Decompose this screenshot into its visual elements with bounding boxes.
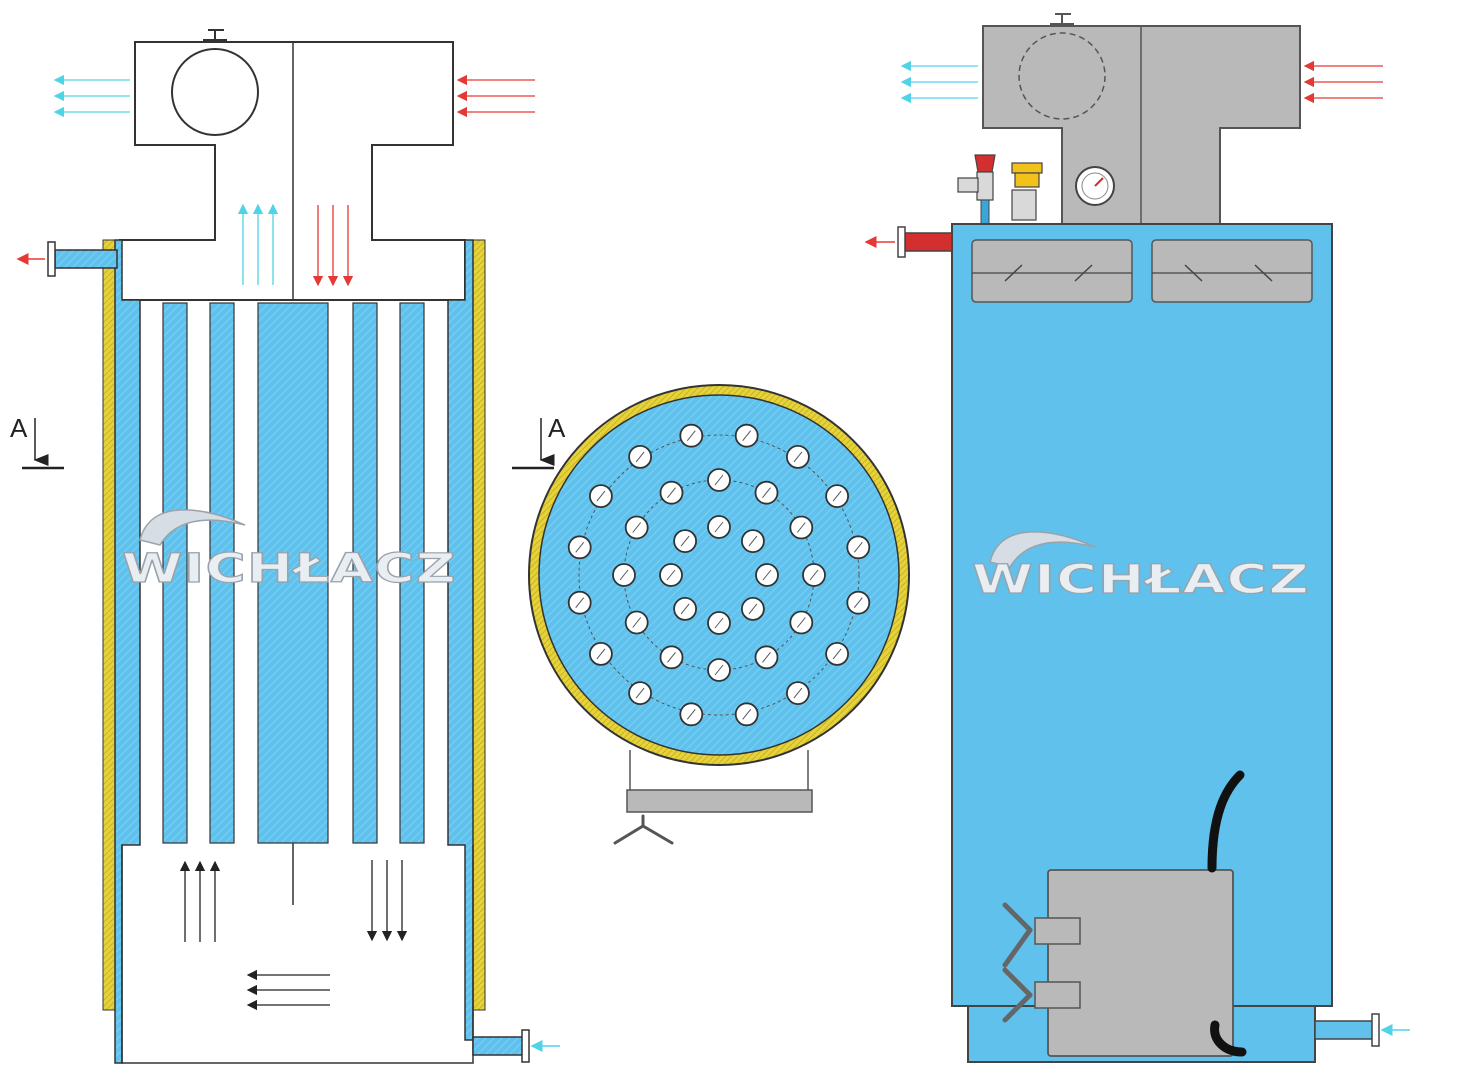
flue-tube-turbulator [832, 490, 842, 502]
flue-tube-turbulator [762, 651, 771, 663]
water-jacket-right [447, 239, 474, 1041]
hot-outlet-pipe [904, 232, 953, 252]
handwheel-icon [1050, 13, 1074, 25]
flue-tube-turbulator [853, 541, 863, 553]
cold-flow-arrows [53, 74, 279, 285]
flue-tube-turbulator [714, 474, 724, 486]
door-hinge-top [1034, 917, 1081, 945]
combustion-chamber-outline [121, 845, 474, 1064]
flue-tube-turbulator [635, 687, 645, 699]
flue-tube-turbulator [632, 617, 642, 628]
pressure-gauge-icon [1075, 166, 1115, 206]
pipe-flange [47, 241, 56, 277]
flue-tube-turbulator [853, 597, 863, 609]
brand-logo-right: WICHŁACZ [971, 531, 1310, 604]
insulation-right [472, 239, 486, 1011]
cold-inlet-pipe [1314, 1020, 1374, 1040]
flue-tube-turbulator [667, 651, 676, 663]
cross-section-water [538, 394, 900, 756]
brand-name: WICHŁACZ [972, 557, 1310, 603]
flue-tube-turbulator [796, 617, 806, 628]
pipe-flange [521, 1029, 530, 1063]
section-view: WICHŁACZ [16, 29, 560, 1064]
pipe-flange [1371, 1013, 1380, 1047]
section-label: A [548, 413, 566, 443]
cross-section-base [626, 789, 813, 813]
cross-section-view [528, 384, 910, 845]
flue-tube-turbulator [748, 603, 758, 615]
cleaning-door-left [971, 239, 1133, 303]
hot-flow-arrows [1303, 60, 1383, 104]
flue-tube-turbulator [796, 522, 806, 533]
cold-flow-arrows [900, 60, 978, 104]
insulation-left [102, 239, 116, 1011]
flue-tube-turbulator [596, 490, 606, 502]
flue-tube-turbulator [575, 597, 585, 609]
door-handle-icon [1002, 902, 1033, 1023]
flue-tube-turbulator [714, 617, 724, 629]
combustion-door [1047, 869, 1234, 1057]
flue-tube-turbulator [762, 487, 771, 499]
control-cable [1207, 770, 1245, 873]
flue-tube-turbulator [742, 430, 752, 442]
central-water-tube [257, 302, 329, 844]
flue-tube-turbulator [793, 451, 803, 463]
flue-tube-turbulator [666, 569, 676, 581]
flue-tube-turbulator [832, 648, 842, 660]
flue-tube-turbulator [632, 522, 642, 533]
section-marker-left: A [10, 413, 64, 470]
flue-tube-turbulator [686, 430, 696, 442]
flue-tube-turbulator [619, 569, 629, 581]
cleaning-door-right [1151, 239, 1313, 303]
flue-tube-turbulator [748, 535, 758, 547]
flue-gas-arrows [179, 860, 408, 1011]
handwheel-icon [613, 814, 674, 845]
section-marker-right: A [512, 413, 566, 470]
water-tube [399, 302, 425, 844]
flue-tube-turbulator [680, 535, 690, 547]
water-jacket-left [114, 239, 141, 1064]
section-label: A [10, 413, 28, 443]
safety-valve-icon [957, 154, 996, 225]
flue-tube-turbulator [793, 687, 803, 699]
flue-tube-turbulator [809, 569, 819, 581]
water-tube [162, 302, 188, 844]
flue-tube-array [567, 423, 871, 727]
outlet-pipe [54, 249, 118, 269]
water-tube [352, 302, 378, 844]
flue-tube-turbulator [680, 603, 690, 615]
door-hinge-bottom [1034, 981, 1081, 1009]
exterior-view: WICHŁACZ [864, 13, 1410, 1063]
flue-tube-turbulator [596, 648, 606, 660]
flue-tube-turbulator [714, 521, 724, 533]
top-valve-circle [171, 48, 259, 136]
flue-tube-turbulator [667, 487, 676, 499]
hot-flow-arrows [312, 74, 535, 287]
flue-tube-turbulator [686, 708, 696, 720]
control-cable-lower [1210, 1020, 1247, 1057]
pipe-flange [897, 226, 906, 258]
flue-tube-turbulator [762, 569, 772, 581]
handwheel-icon [203, 29, 227, 41]
flue-tube-turbulator [742, 708, 752, 720]
exterior-valve-hidden [1018, 32, 1106, 120]
inlet-pipe [472, 1036, 526, 1056]
brand-name: WICHŁACZ [122, 546, 457, 592]
brand-logo-left: WICHŁACZ [121, 509, 457, 593]
flue-tube-turbulator [635, 451, 645, 463]
cross-section-stand [629, 750, 809, 790]
flue-tube-turbulator [575, 541, 585, 553]
air-vent-icon [1011, 162, 1043, 221]
flue-tube-turbulator [714, 664, 724, 676]
water-tube [209, 302, 235, 844]
